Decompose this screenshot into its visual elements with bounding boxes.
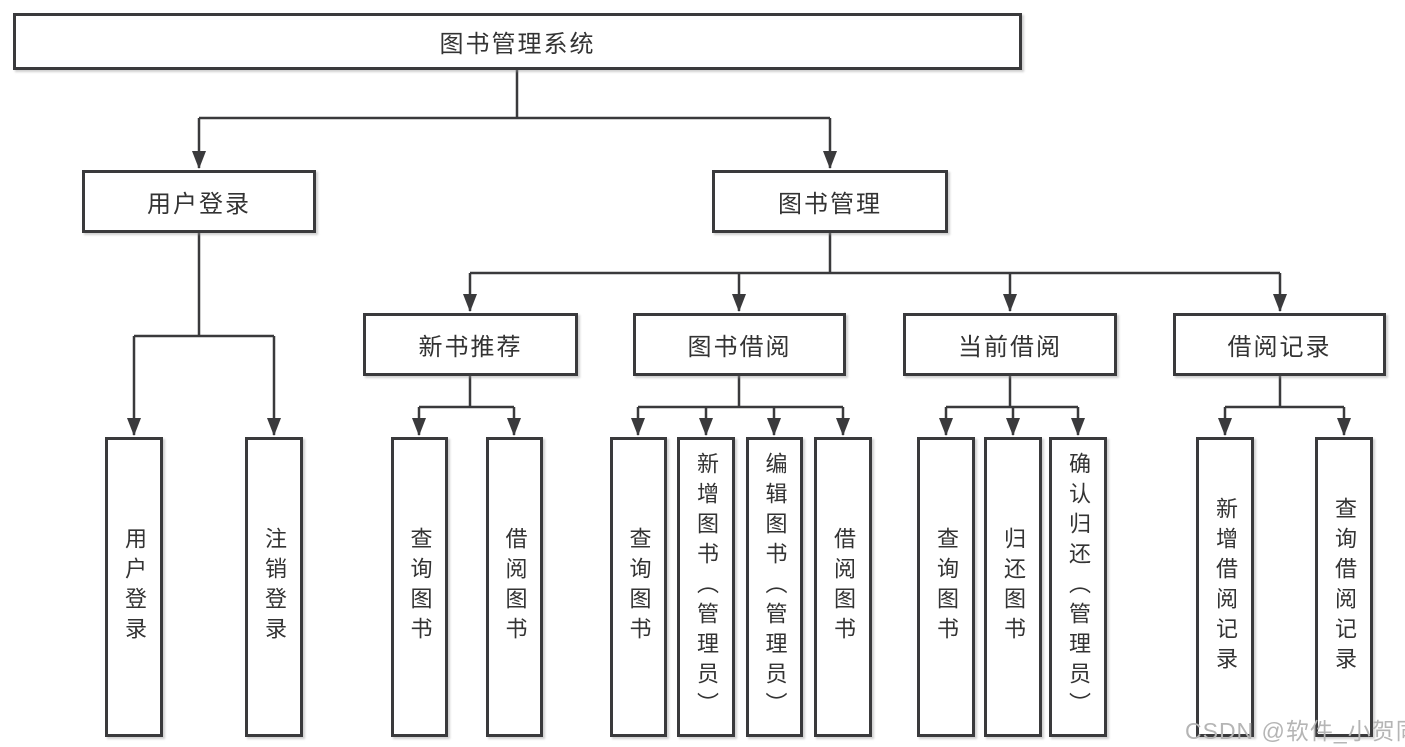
node-user-login-label: 用户登录: [147, 191, 251, 218]
leaf-recommend-query-books-label: 查询图书: [407, 527, 433, 647]
connector-group: [127, 70, 1351, 436]
leaf-confirm-return-admin: 确认归还（管理员）: [1049, 437, 1107, 737]
leaf-user-login: 用户登录: [105, 437, 163, 737]
leaf-add-borrow-record-label: 新增借阅记录: [1213, 497, 1238, 677]
leaf-return-books-label: 归还图书: [1001, 527, 1026, 647]
leaf-query-borrow-record-label: 查询借阅记录: [1332, 497, 1357, 677]
node-borrow-records: 借阅记录: [1173, 313, 1386, 376]
node-user-login: 用户登录: [82, 170, 316, 233]
leaf-add-books-admin: 新增图书（管理员）: [677, 437, 735, 737]
watermark: CSDN @软件_小贺同学: [1185, 718, 1405, 744]
leaf-confirm-return-admin-label: 确认归还（管理员）: [1066, 452, 1091, 722]
node-root-label: 图书管理系统: [439, 31, 596, 58]
leaf-edit-books-admin-label: 编辑图书（管理员）: [762, 452, 788, 722]
leaf-query-borrow-record: 查询借阅记录: [1315, 437, 1373, 737]
node-current-borrow-label: 当前借阅: [958, 334, 1062, 361]
leaf-borrow-query-books: 查询图书: [610, 437, 667, 737]
node-current-borrow: 当前借阅: [903, 313, 1117, 376]
leaf-borrow-books: 借阅图书: [814, 437, 872, 737]
leaf-user-login-label: 用户登录: [122, 527, 147, 647]
node-new-book-recommend-label: 新书推荐: [418, 334, 523, 361]
leaf-logout-label: 注销登录: [262, 527, 287, 647]
leaf-edit-books-admin: 编辑图书（管理员）: [746, 437, 803, 737]
leaf-return-books: 归还图书: [984, 437, 1042, 737]
node-borrow-records-label: 借阅记录: [1227, 334, 1332, 361]
node-book-borrow-label: 图书借阅: [687, 334, 792, 361]
leaf-recommend-borrow-books: 借阅图书: [486, 437, 543, 737]
leaf-add-borrow-record: 新增借阅记录: [1196, 437, 1254, 737]
leaf-recommend-borrow-books-label: 借阅图书: [502, 527, 528, 647]
node-book-management: 图书管理: [712, 170, 948, 233]
leaf-recommend-query-books: 查询图书: [391, 437, 448, 737]
node-book-management-label: 图书管理: [778, 191, 882, 218]
node-book-borrow: 图书借阅: [633, 313, 846, 376]
leaf-add-books-admin-label: 新增图书（管理员）: [694, 452, 719, 722]
leaf-logout: 注销登录: [245, 437, 303, 737]
node-new-book-recommend: 新书推荐: [363, 313, 578, 376]
leaf-borrow-books-label: 借阅图书: [831, 527, 856, 647]
node-root: 图书管理系统: [13, 13, 1022, 70]
leaf-current-query-books: 查询图书: [917, 437, 975, 737]
leaf-borrow-query-books-label: 查询图书: [626, 527, 652, 647]
leaf-current-query-books-label: 查询图书: [934, 527, 959, 647]
